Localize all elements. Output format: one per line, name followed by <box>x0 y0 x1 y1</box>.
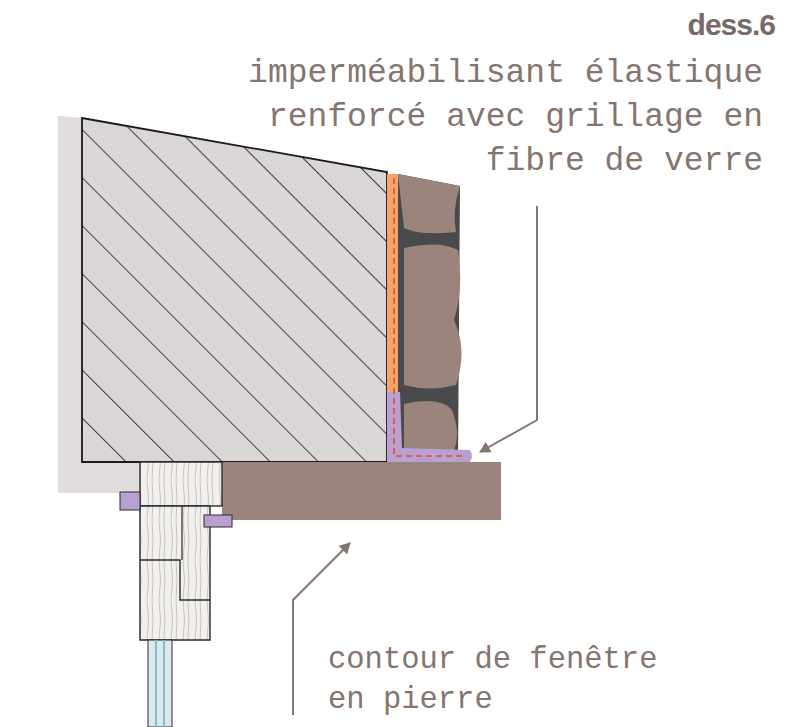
elastic-waterproofing <box>387 392 472 462</box>
seal <box>120 492 140 510</box>
window-frame <box>140 506 210 640</box>
wall-block <box>82 118 387 462</box>
drawing-number: dess.6 <box>688 8 775 42</box>
stone <box>398 174 460 233</box>
seal <box>204 515 232 527</box>
frame-joint <box>181 506 182 560</box>
glass <box>163 640 165 727</box>
fiberglass-mesh <box>394 178 466 456</box>
callout-label: imperméabilisant élastique renforcé avec… <box>233 52 763 184</box>
wood-frame <box>140 462 222 506</box>
waterproof-layer <box>387 174 398 399</box>
stone-sill <box>222 462 501 520</box>
glass <box>155 640 157 727</box>
stone <box>404 401 457 455</box>
leader-line <box>480 206 537 452</box>
frame-joint <box>140 560 210 600</box>
callout-label: contour de fenêtre en pierre <box>328 640 700 720</box>
stone <box>404 244 462 388</box>
glass <box>148 640 172 727</box>
